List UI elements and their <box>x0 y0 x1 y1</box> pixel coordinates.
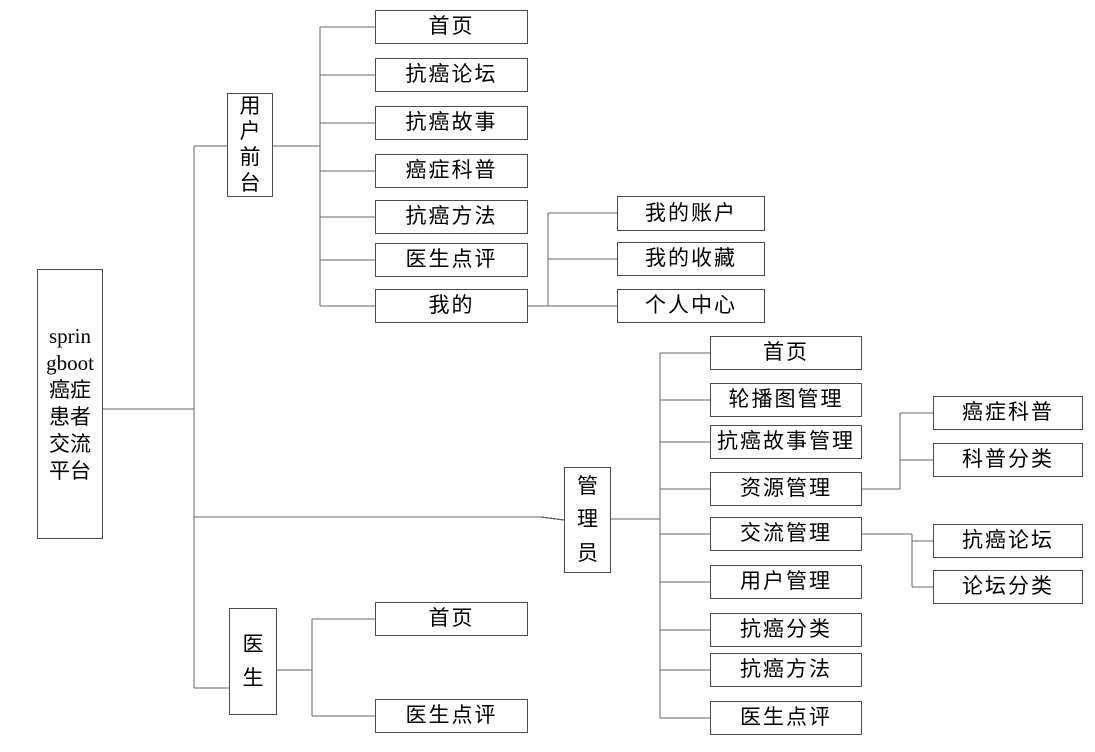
wires-admin <box>611 352 710 719</box>
node-doctor: 医 生 <box>229 608 277 715</box>
node-comm-forum-category: 论坛分类 <box>933 570 1083 604</box>
node-admin-user-mgmt: 用户管理 <box>710 565 862 599</box>
node-user-frontend: 用 户 前 台 <box>227 93 273 197</box>
node-doctor-home: 首页 <box>375 602 528 636</box>
node-uf-mine: 我的 <box>375 289 528 323</box>
node-mine-favorites: 我的收藏 <box>617 242 765 276</box>
node-uf-cancer-forum: 抗癌论坛 <box>375 58 528 92</box>
node-mine-account: 我的账户 <box>617 196 765 231</box>
node-admin-story-mgmt: 抗癌故事管理 <box>710 425 862 459</box>
node-uf-home: 首页 <box>375 10 528 44</box>
wires-comm-mgmt <box>862 533 933 588</box>
node-uf-cancer-method: 抗癌方法 <box>375 200 528 234</box>
node-resource-cancer-science: 癌症科普 <box>933 396 1083 430</box>
node-admin-home: 首页 <box>710 336 862 370</box>
node-mine-personal-center: 个人中心 <box>617 289 765 323</box>
wires-doctor <box>277 618 375 717</box>
node-root: sprin gboot 癌症 患者 交流 平台 <box>37 269 103 539</box>
node-admin-carousel-mgmt: 轮播图管理 <box>710 383 862 417</box>
node-uf-cancer-story: 抗癌故事 <box>375 106 528 140</box>
wires-mine <box>528 212 617 307</box>
node-admin: 管 理 员 <box>564 467 611 573</box>
node-admin-cancer-method: 抗癌方法 <box>710 653 862 687</box>
node-admin-comm-mgmt: 交流管理 <box>710 517 862 551</box>
wires-main <box>103 145 565 689</box>
wires-user-frontend <box>273 26 375 307</box>
node-uf-cancer-science: 癌症科普 <box>375 154 528 188</box>
node-admin-resource-mgmt: 资源管理 <box>710 472 862 506</box>
node-admin-doctor-review: 医生点评 <box>710 701 862 735</box>
node-resource-science-category: 科普分类 <box>933 443 1083 477</box>
node-doctor-review: 医生点评 <box>375 699 528 733</box>
node-comm-cancer-forum: 抗癌论坛 <box>933 524 1083 558</box>
wires-resource-mgmt <box>862 412 933 490</box>
node-uf-doctor-review: 医生点评 <box>375 243 528 277</box>
node-admin-cancer-category: 抗癌分类 <box>710 613 862 647</box>
